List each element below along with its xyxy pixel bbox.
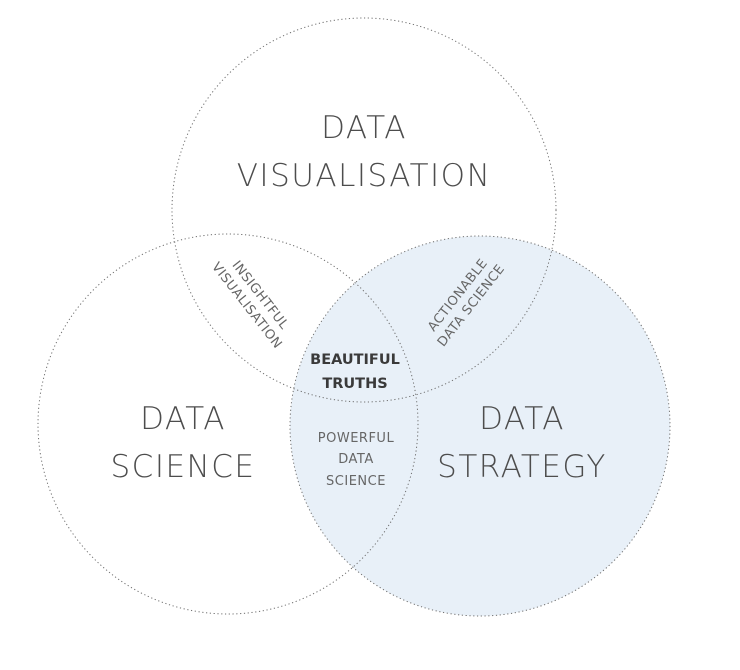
label-powerful-line2: DATA [338,452,374,467]
label-powerful-line1: POWERFUL [318,431,395,446]
circle-science [37,233,419,615]
label-powerful-line3: SCIENCE [326,474,386,489]
label-powerful-data-science: POWERFUL DATA SCIENCE [318,431,395,489]
label-visualisation-line1: DATA [321,110,407,146]
label-strategy-line1: DATA [479,401,565,437]
circle-visualisation [171,17,557,403]
label-data-visualisation: DATA VISUALISATION [237,110,492,194]
circle-strategy [289,235,671,617]
label-insightful-visualisation: INSIGHTFUL VISUALISATION [208,258,291,352]
label-beautiful-line2: TRUTHS [322,376,387,392]
circle-strategy-fill [290,236,670,616]
label-visualisation-line2: VISUALISATION [237,158,492,194]
label-beautiful-truths: BEAUTIFUL TRUTHS [310,352,400,392]
label-strategy-line2: STRATEGY [437,449,607,485]
label-data-strategy: DATA STRATEGY [437,401,607,485]
label-science-line2: SCIENCE [111,449,256,485]
label-science-line1: DATA [140,401,226,437]
label-data-science: DATA SCIENCE [111,401,256,485]
label-beautiful-line1: BEAUTIFUL [310,352,400,368]
